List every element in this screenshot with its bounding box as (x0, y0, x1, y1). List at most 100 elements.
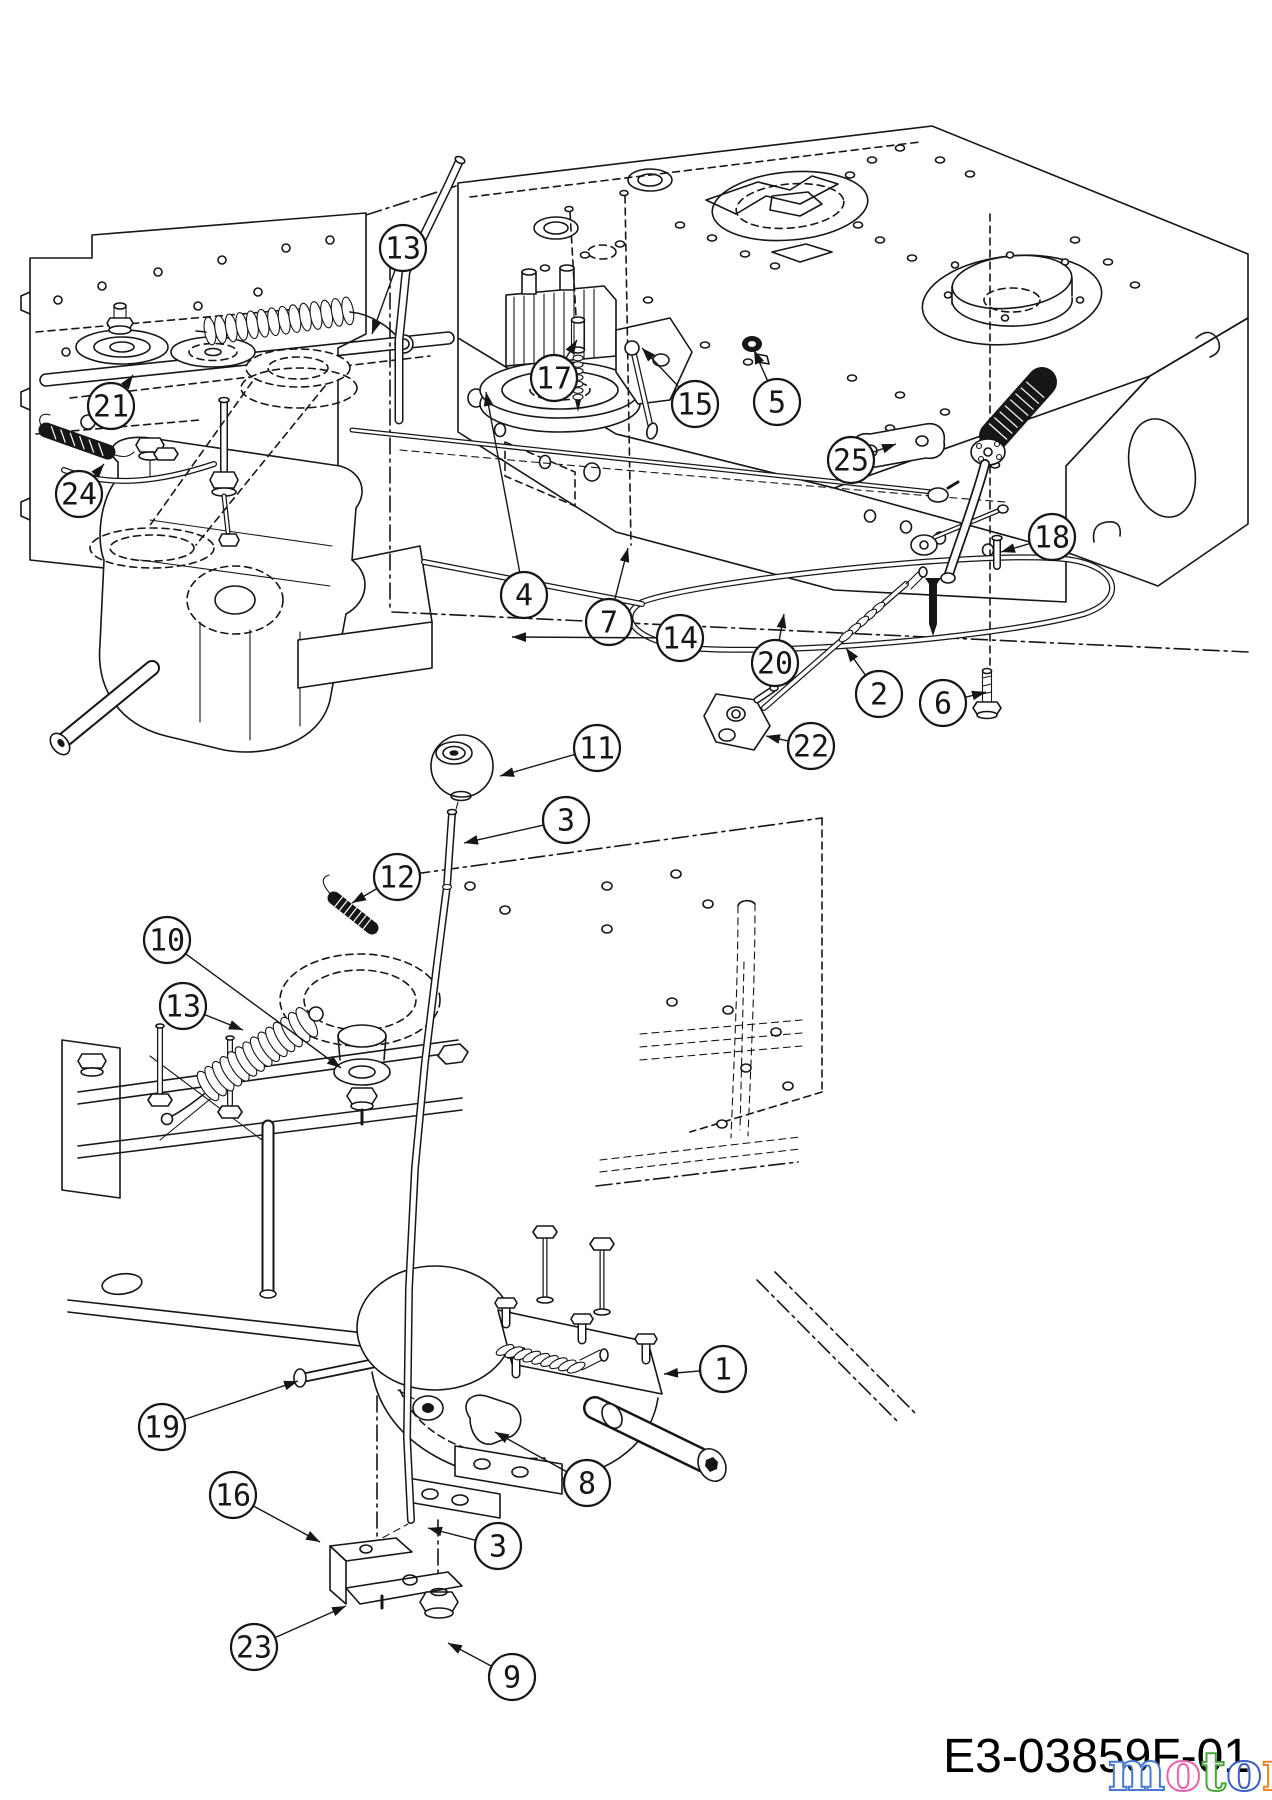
upper-assembly-drawing (20, 125, 1249, 756)
callout-number: 12 (379, 861, 415, 896)
callout-7: 7 (584, 547, 634, 647)
callout-number: 3 (557, 804, 575, 839)
callout-24: 24 (54, 463, 105, 519)
callout-leader (447, 1642, 493, 1667)
callout-number: 19 (144, 1411, 180, 1446)
callout-13: 13 (371, 223, 428, 335)
upper-transaxle (49, 396, 433, 756)
part-number: E3-03859F-01 (943, 1730, 1250, 1783)
callout-balloon (670, 379, 720, 429)
callout-1: 1 (663, 1344, 748, 1394)
callout-leader (120, 374, 134, 390)
callout-number: 3 (489, 1530, 507, 1565)
callout-leader (427, 1526, 476, 1541)
clutch-spring (195, 296, 414, 354)
pedal-linkage (349, 367, 1115, 751)
callout-balloon (529, 353, 579, 403)
callout-number: 1 (714, 1353, 732, 1388)
callout-leader (511, 632, 658, 642)
callout-leader (185, 953, 342, 1069)
callout-number: 25 (833, 444, 869, 479)
callout-number: 21 (93, 390, 129, 425)
callout-leader (371, 269, 396, 335)
callout-13: 13 (158, 981, 244, 1031)
shift-bracket (329, 1395, 463, 1619)
callout-leader (845, 647, 867, 676)
callout-5: 5 (752, 349, 802, 427)
callout-balloon (1027, 512, 1077, 562)
callout-balloon (786, 721, 836, 771)
callout-15: 15 (641, 347, 720, 429)
callout-balloon (541, 795, 591, 845)
callout-14: 14 (511, 613, 705, 663)
callout-balloon (378, 223, 428, 273)
callout-balloon (487, 1652, 537, 1702)
bent-rod (394, 155, 466, 425)
callout-leader (663, 1367, 701, 1378)
callout-number: 7 (600, 606, 618, 641)
callout-leader (483, 391, 521, 573)
callout-19: 19 (137, 1380, 299, 1452)
callout-balloon (562, 1458, 612, 1508)
callout-balloon (473, 1521, 523, 1571)
callout-number: 22 (793, 730, 829, 765)
callout-number: 17 (536, 362, 572, 397)
callout-leader (641, 347, 680, 388)
callout-11: 11 (499, 723, 622, 777)
callout-balloon (54, 469, 104, 519)
callout-3: 3 (427, 1521, 523, 1571)
callout-balloon (698, 1344, 748, 1394)
callout-number: 5 (768, 386, 786, 421)
small-tension-spring (322, 874, 379, 935)
callout-number: 23 (236, 1631, 272, 1666)
callout-number: 4 (515, 579, 533, 614)
callout-leader (183, 1380, 299, 1421)
callout-balloon (854, 669, 904, 719)
belt-and-pulleys (39, 302, 455, 546)
callout-leader (252, 1505, 321, 1543)
callout-number: 24 (61, 478, 97, 513)
callout-6: 6 (918, 678, 987, 728)
callout-balloon (750, 638, 800, 688)
callout-balloon (752, 377, 802, 427)
callout-number: 10 (149, 924, 185, 959)
callout-18: 18 (1000, 512, 1077, 562)
callout-balloon (584, 597, 634, 647)
callout-25: 25 (826, 435, 897, 485)
callout-number: 14 (662, 622, 698, 657)
callout-16: 16 (208, 1470, 321, 1543)
callout-4: 4 (483, 391, 549, 620)
callout-number: 16 (215, 1479, 251, 1514)
drive-spring (160, 1006, 324, 1126)
callout-leader (872, 443, 897, 454)
callout-9: 9 (447, 1642, 537, 1702)
callout-number: 8 (578, 1467, 596, 1502)
callout-leader (753, 349, 769, 382)
callout-leader (463, 824, 544, 845)
callout-balloon (572, 723, 622, 773)
callout-balloon (142, 915, 192, 965)
callout-leader (204, 1013, 244, 1031)
callout-2: 2 (845, 647, 904, 719)
callout-leader (1000, 542, 1031, 553)
callout-balloon (918, 678, 968, 728)
callout-balloon (826, 435, 876, 485)
callout-balloon (655, 613, 705, 663)
callout-3: 3 (463, 795, 591, 845)
callout-number: 13 (165, 990, 201, 1025)
callout-number: 20 (757, 647, 793, 682)
callout-leader (91, 463, 105, 478)
callout-balloon (229, 1622, 279, 1672)
callout-12: 12 (351, 852, 422, 904)
callout-leader (614, 547, 630, 600)
callout-leader (494, 1431, 568, 1473)
callout-number: 11 (579, 732, 615, 767)
callout-number: 15 (677, 388, 713, 423)
callout-leader (965, 690, 987, 701)
lower-assembly-drawing (61, 734, 917, 1619)
callout-number: 13 (385, 232, 421, 267)
callout-balloon (372, 852, 422, 902)
